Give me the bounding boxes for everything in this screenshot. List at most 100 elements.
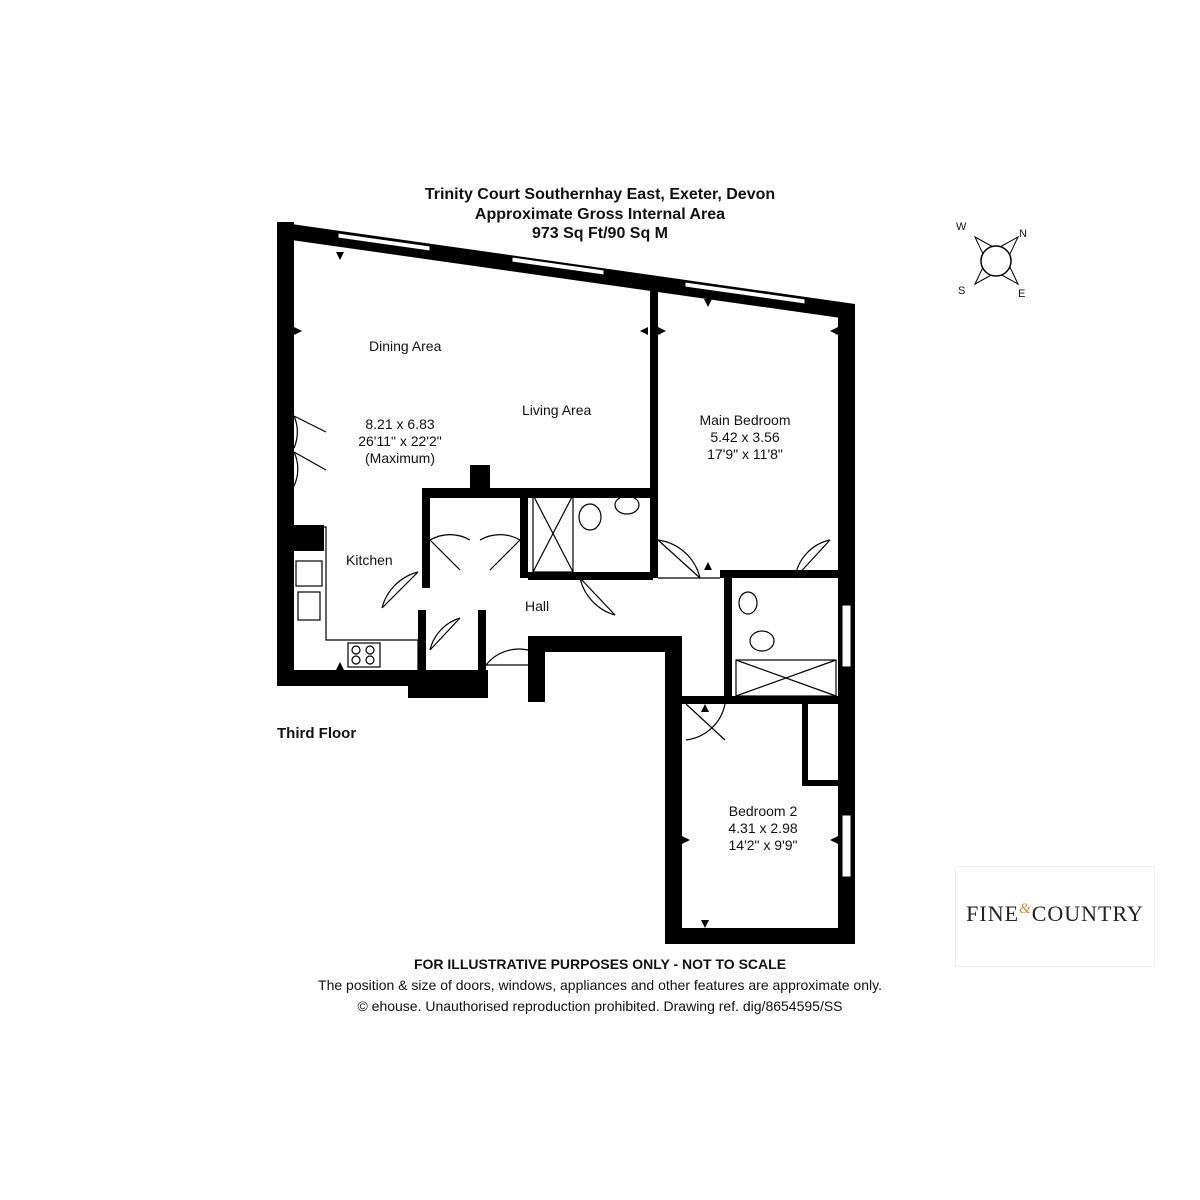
room-hall: Hall — [525, 598, 550, 614]
plan-title: Trinity Court Southernhay East, Exeter, … — [424, 186, 776, 203]
chimney — [470, 465, 490, 490]
kitchen-fridge — [290, 525, 324, 551]
main-bedroom-name: Main Bedroom — [699, 412, 791, 428]
kitchen-door — [381, 571, 419, 609]
floor-label: Third Floor — [277, 725, 357, 742]
dimension-arrows — [294, 252, 838, 928]
wall-corridor-stub — [528, 636, 545, 702]
room-dining: Dining Area — [369, 338, 442, 354]
room-living-dims: 8.21 x 6.83 26'11" x 22'2" (Maximum) — [350, 416, 450, 467]
wall-corridor — [528, 636, 682, 652]
ensuite-toilet — [749, 630, 775, 652]
toilet — [578, 503, 602, 531]
compass-south: S — [958, 285, 966, 297]
hob-ring — [351, 655, 361, 665]
arrow — [704, 299, 712, 307]
copyright: © ehouse. Unauthorised reproduction proh… — [357, 998, 843, 1014]
hob-ring — [365, 655, 375, 665]
main-bedroom-metric: 5.42 x 3.56 — [710, 429, 780, 445]
logo-text: FINE&COUNTRY — [956, 901, 1154, 927]
logo-country: COUNTRY — [1031, 901, 1144, 926]
wall-store-right — [478, 610, 486, 685]
shower-tray — [532, 494, 574, 573]
bedroom2-metric: 4.31 x 2.98 — [728, 820, 798, 836]
fine-country-logo: FINE&COUNTRY — [955, 866, 1155, 967]
cupboard-door — [429, 534, 471, 571]
arrow — [682, 836, 690, 844]
wall-internal-top — [422, 488, 652, 498]
hob-ring — [365, 645, 375, 655]
bedroom-door — [657, 539, 701, 579]
door-arc — [293, 451, 327, 487]
wall-bedroom2-bottom — [665, 928, 855, 944]
wardrobe-bottom — [802, 780, 840, 786]
living-dims-metric: 8.21 x 6.83 — [365, 416, 435, 432]
window-4 — [841, 604, 852, 668]
room-bedroom2: Bedroom 2 4.31 x 2.98 14'2" x 9'9" — [703, 803, 823, 854]
wall-ensuite-bottom — [682, 696, 838, 704]
plan-area: 973 Sq Ft/90 Sq M — [531, 225, 669, 242]
arrow — [294, 327, 302, 335]
kitchen-sink — [295, 560, 323, 587]
wall-ensuite-top — [720, 570, 840, 578]
room-living: Living Area — [522, 402, 592, 418]
wardrobe-side — [802, 704, 808, 784]
compass-icon — [973, 235, 1020, 286]
basin — [614, 495, 640, 515]
bath-line — [735, 659, 837, 697]
hob-ring — [351, 645, 361, 655]
bedroom2-name: Bedroom 2 — [728, 803, 798, 819]
kitchen-hob — [347, 642, 381, 668]
compass-north: N — [1019, 228, 1027, 240]
compass-east: E — [1018, 288, 1026, 300]
bath — [735, 659, 837, 697]
store-door — [429, 617, 461, 651]
room-kitchen: Kitchen — [346, 552, 393, 568]
living-dims-note: (Maximum) — [365, 450, 435, 466]
arrow — [336, 662, 344, 670]
windows — [337, 232, 852, 878]
living-dims-imperial: 26'11" x 22'2" — [358, 433, 442, 449]
arrow — [704, 562, 712, 570]
plan-subtitle: Approximate Gross Internal Area — [474, 206, 726, 223]
arrow — [701, 920, 709, 928]
ensuite-basin — [738, 591, 758, 615]
shower-line — [532, 494, 574, 573]
wall-left — [277, 222, 294, 686]
arrow — [336, 252, 344, 260]
wall-cupboard-left — [422, 488, 430, 588]
bedroom2-imperial: 14'2" x 9'9" — [728, 837, 798, 853]
entrance-door — [485, 648, 529, 666]
logo-amp: & — [1019, 901, 1032, 917]
arrow — [640, 327, 648, 335]
kitchen-worktop — [294, 526, 419, 670]
disclaimer-note: The position & size of doors, windows, a… — [318, 977, 882, 993]
arrow — [658, 327, 666, 335]
arrow — [830, 836, 838, 844]
window-2 — [511, 256, 605, 276]
arrow — [701, 704, 709, 712]
bedroom2-door — [685, 703, 726, 741]
wall-store-left — [418, 610, 426, 685]
cupboard-door — [479, 534, 521, 571]
wall-bedroom2-left — [665, 636, 682, 944]
room-main-bedroom: Main Bedroom 5.42 x 3.56 17'9" x 11'8" — [685, 412, 805, 463]
window-3 — [684, 281, 806, 305]
kitchen-drainer — [297, 591, 321, 621]
disclaimer: FOR ILLUSTRATIVE PURPOSES ONLY - NOT TO … — [413, 956, 787, 972]
window-5 — [841, 814, 852, 878]
wall-ensuite-left — [724, 570, 732, 700]
door-arc — [293, 415, 327, 449]
wall-bathroom-bottom — [528, 572, 653, 580]
arrow — [830, 327, 838, 335]
wall-living-bedroom — [650, 288, 658, 578]
logo-fine: FINE — [966, 901, 1020, 926]
fittings — [293, 415, 837, 741]
window-1 — [337, 232, 431, 252]
compass-west: W — [956, 221, 967, 233]
wall-cupboard-right — [520, 488, 528, 578]
bathroom-door — [579, 577, 616, 616]
main-bedroom-imperial: 17'9" x 11'8" — [707, 446, 783, 462]
ensuite-door — [794, 539, 831, 579]
